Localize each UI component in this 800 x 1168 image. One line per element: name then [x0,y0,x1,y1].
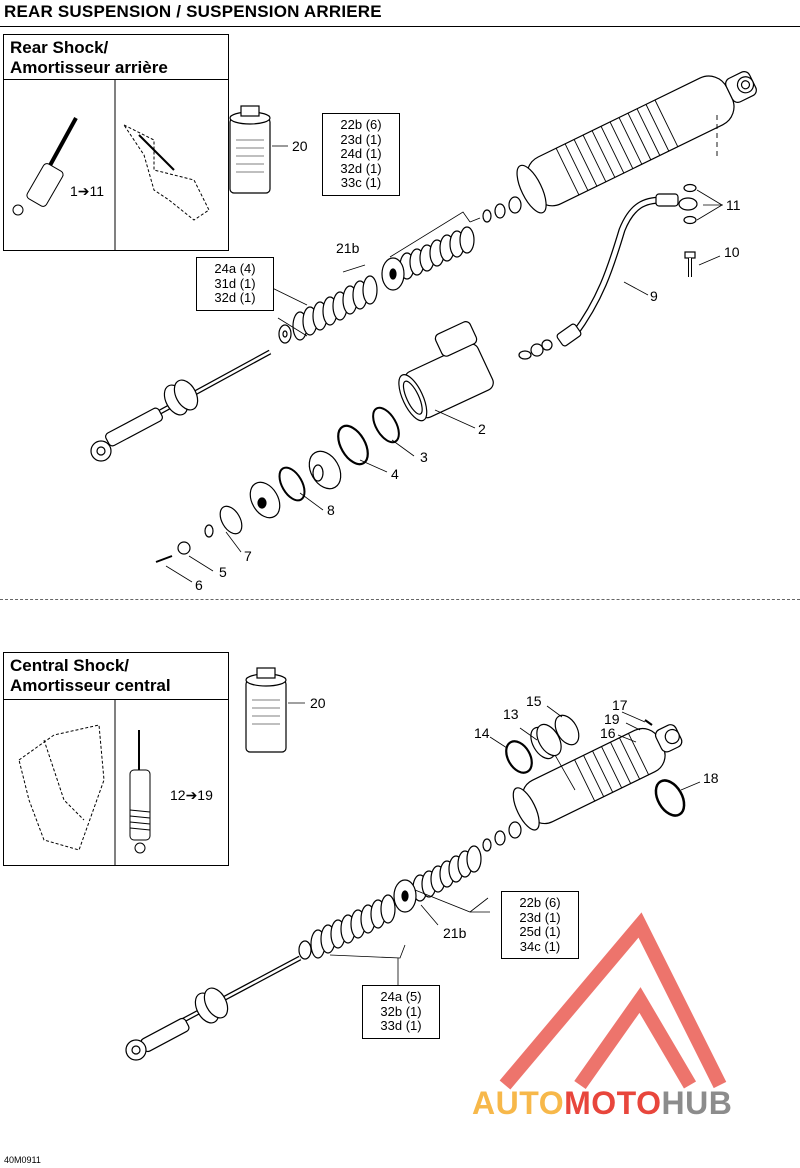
diagram-code: 40M0911 [4,1155,41,1165]
central-upper-spring-stack [412,845,482,902]
central-shock-title-en: Central Shock/ [10,656,130,675]
callout-16: 16 [600,725,616,741]
callout-21b-rear: 21b [336,240,360,256]
central-qty-box-bottom: 24a (5) 32b (1) 33d (1) [362,985,440,1039]
qty-line: 33c (1) [340,175,382,190]
callout-17: 17 [612,697,628,713]
central-lower-spring-stack [310,894,396,959]
callout-8: 8 [327,502,335,518]
callout-13: 13 [503,706,519,722]
callout-21b-central: 21b [443,925,467,941]
rear-shock-body [516,71,757,214]
callout-7: 7 [244,548,252,564]
oil-bottle-rear [229,105,271,194]
callout-11: 11 [726,197,741,213]
qty-line: 33d (1) [380,1018,422,1033]
qty-line: 23d (1) [340,131,382,147]
watermark-hub: HUB [661,1085,733,1121]
qty-line: 34c (1) [519,938,561,954]
qty-line: 32b (1) [380,1003,422,1019]
rear-shock-thumb-ref: 1➔11 [70,183,105,199]
rear-shock-thumbnail-drawing [12,80,210,250]
callout-10: 10 [724,244,740,260]
title-underline [0,26,800,27]
rear-shock-header: Rear Shock/ Amortisseur arrière [3,34,229,80]
central-shock-title-fr: Amortisseur central [10,676,171,695]
callout-4: 4 [391,466,399,482]
callout-9: 9 [650,288,658,304]
rear-shock-title-en: Rear Shock/ [10,38,109,57]
watermark-logo-shape [499,912,727,1090]
central-shock-body [512,724,683,831]
qty-line: 23d (1) [519,909,561,925]
qty-line: 31d (1) [214,275,256,291]
central-shock-thumb-ref: 12➔19 [170,787,213,803]
section-divider [0,599,800,600]
rear-lower-spring-stack [292,275,378,341]
central-shock-header: Central Shock/ Amortisseur central [3,652,229,700]
central-qty-box-right: 22b (6) 23d (1) 25d (1) 34c (1) [501,891,579,959]
qty-line: 32d (1) [214,290,256,305]
callout-3: 3 [420,449,428,465]
qty-line: 32d (1) [340,160,382,176]
central-shock-thumbnail: 12➔19 [3,699,229,866]
callout-5: 5 [219,564,227,580]
oil-bottle-central [245,667,287,753]
rear-shock-title-fr: Amortisseur arrière [10,58,168,77]
qty-line: 24d (1) [340,146,382,161]
callout-19: 19 [604,711,620,727]
rear-qty-box-lower: 24a (4) 31d (1) 32d (1) [196,257,274,311]
page-title: REAR SUSPENSION / SUSPENSION ARRIERE [4,2,382,21]
callout-15: 15 [526,693,542,709]
rear-shock-thumbnail: 1➔11 [3,79,229,251]
rear-upper-spring-stack [399,226,475,280]
rear-qty-box-upper: 22b (6) 23d (1) 24d (1) 32d (1) 33c (1) [322,113,400,196]
watermark-auto: AUTO [472,1085,565,1121]
qty-line: 22b (6) [340,117,382,132]
qty-line: 24a (5) [380,989,422,1004]
callout-18: 18 [703,770,719,786]
oil-ref-central: 20 [310,695,326,711]
qty-line: 25d (1) [519,924,561,939]
callout-6: 6 [195,577,203,593]
watermark-moto: MOTO [564,1085,662,1121]
qty-line: 22b (6) [519,895,561,910]
central-shock-thumbnail-drawing [18,700,151,865]
oil-ref-rear: 20 [292,138,308,154]
qty-line: 24a (4) [214,261,256,276]
callout-14: 14 [474,725,490,741]
watermark-logo: AUTOMOTOHUB [472,1085,732,1122]
callout-2: 2 [478,421,486,437]
